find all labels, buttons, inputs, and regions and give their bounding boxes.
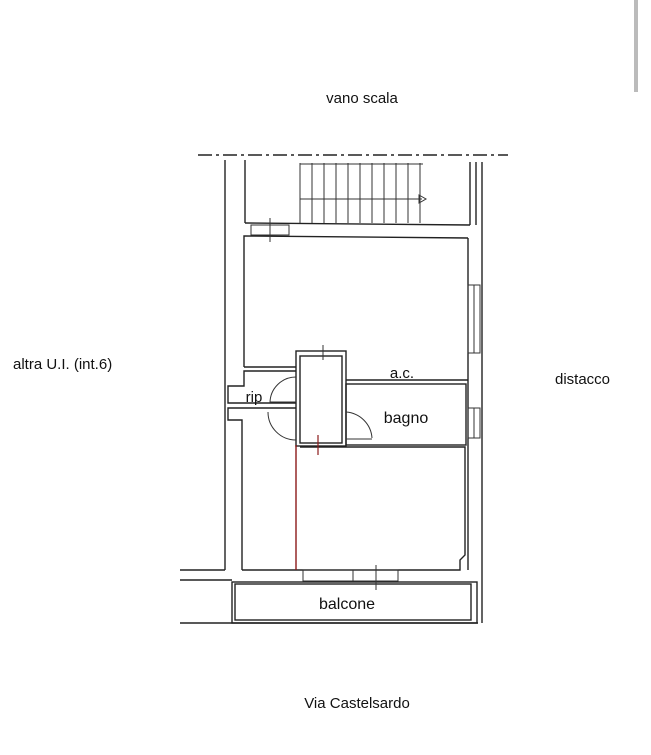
label-bagno: bagno [384, 410, 429, 427]
doors [267, 376, 373, 441]
label-street: Via Castelsardo [304, 695, 410, 712]
stair-arrow-icon [418, 194, 428, 204]
windows [250, 218, 481, 590]
label-balcone: balcone [319, 596, 375, 613]
stairs [299, 163, 428, 223]
label-altra-ui: altra U.I. (int.6) [13, 356, 112, 373]
walls [180, 160, 483, 624]
label-vano-scala: vano scala [326, 90, 398, 107]
label-rip: rip [246, 389, 263, 406]
label-ac: a.c. [390, 365, 414, 382]
label-distacco: distacco [555, 371, 610, 388]
